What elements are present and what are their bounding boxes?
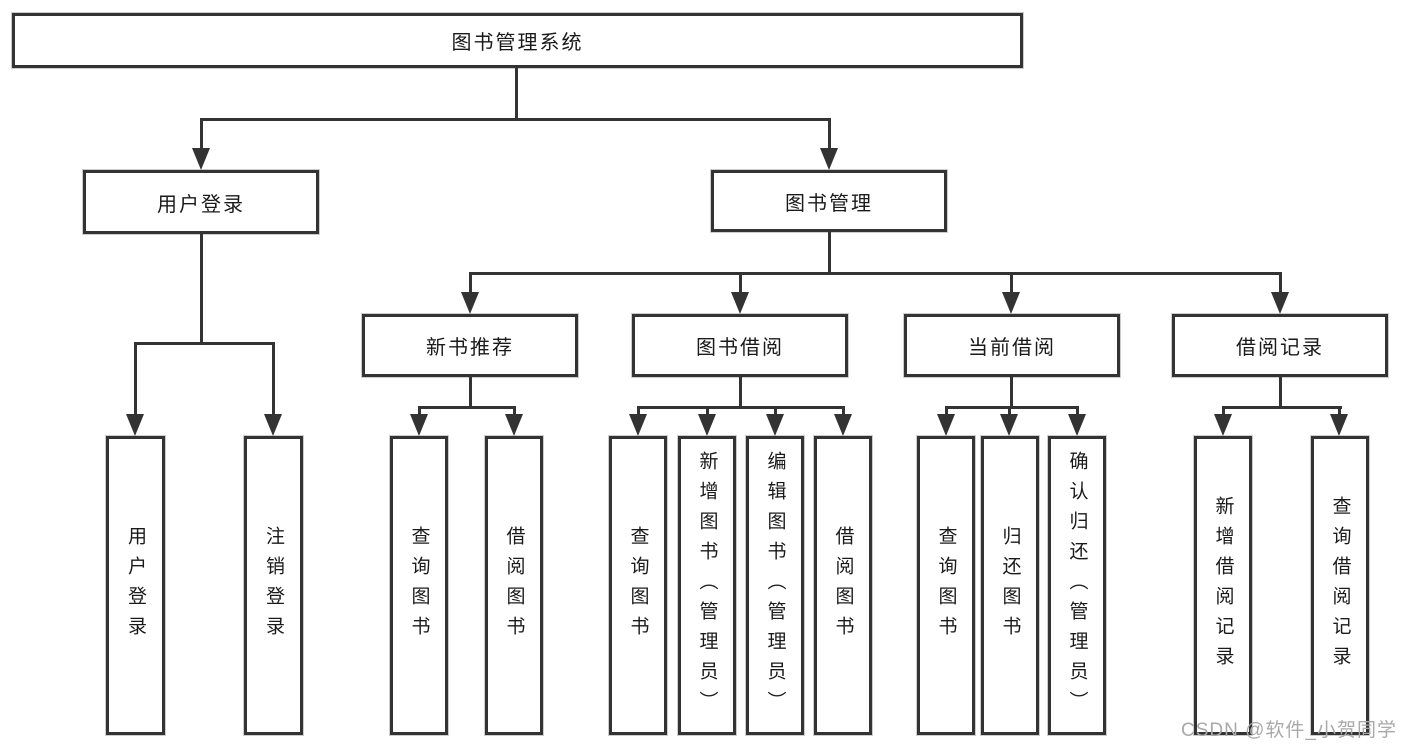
arrow-down-icon [766, 414, 784, 436]
leaf-edit-book-admin-label: 编辑图书（管理员） [764, 450, 786, 721]
leaf-query-borrow-record: 查询借阅记录 [1311, 436, 1369, 735]
leaf-add-borrow-record-label: 新增借阅记录 [1212, 495, 1234, 676]
leaf-add-book-admin-label: 新增图书（管理员） [696, 450, 718, 721]
node-user-login-label: 用户登录 [157, 193, 245, 216]
connector-line [1076, 406, 1079, 416]
connector-line [1008, 406, 1011, 416]
connector-line [774, 406, 777, 416]
arrow-down-icon [629, 414, 647, 436]
arrow-down-icon [126, 414, 144, 436]
arrow-down-icon [461, 292, 479, 314]
connector-line [828, 232, 831, 272]
arrow-down-icon [505, 414, 523, 436]
arrow-down-icon [820, 148, 838, 170]
arrow-down-icon [192, 148, 210, 170]
connector-line [134, 342, 137, 414]
node-book-management-label: 图书管理 [785, 192, 873, 215]
node-current-borrow-label: 当前借阅 [968, 337, 1056, 359]
node-library-system-label: 图书管理系统 [451, 32, 584, 54]
connector-line [706, 406, 709, 416]
connector-line [200, 234, 203, 342]
node-book-management: 图书管理 [711, 170, 947, 232]
connector-line [513, 406, 516, 416]
leaf-confirm-return-admin: 确认归还（管理员） [1048, 436, 1106, 735]
arrow-down-icon [264, 414, 282, 436]
leaf-borrow-books-recommend-label: 借阅图书 [503, 525, 525, 646]
leaf-logout-label: 注销登录 [263, 525, 284, 646]
node-current-borrow: 当前借阅 [904, 314, 1120, 377]
connector-line [469, 272, 1282, 275]
arrow-down-icon [698, 414, 716, 436]
leaf-query-books-recommend-label: 查询图书 [408, 525, 430, 646]
connector-line [945, 406, 948, 416]
leaf-return-book-label: 归还图书 [999, 525, 1021, 646]
leaf-return-book: 归还图书 [981, 436, 1039, 735]
arrow-down-icon [1271, 292, 1289, 314]
connector-line [134, 342, 275, 345]
node-new-book-recommend-label: 新书推荐 [426, 337, 514, 359]
arrow-down-icon [1068, 414, 1086, 436]
connector-line [418, 406, 421, 416]
connector-line [200, 118, 831, 121]
arrow-down-icon [1002, 292, 1020, 314]
leaf-user-login: 用户登录 [106, 436, 165, 735]
node-borrow-records-label: 借阅记录 [1236, 337, 1324, 359]
leaf-confirm-return-admin-label: 确认归还（管理员） [1066, 450, 1088, 721]
connector-line [637, 406, 845, 409]
connector-line [739, 377, 742, 406]
connector-line [1279, 377, 1282, 406]
leaf-add-book-admin: 新增图书（管理员） [678, 436, 736, 735]
leaf-query-books-recommend: 查询图书 [390, 436, 448, 735]
connector-line [1010, 377, 1013, 406]
arrow-down-icon [1000, 414, 1018, 436]
connector-line [1279, 272, 1282, 294]
connector-line [515, 68, 518, 118]
connector-line [469, 377, 472, 406]
connector-line [637, 406, 640, 416]
leaf-query-books-borrow-label: 查询图书 [627, 525, 649, 646]
arrow-down-icon [834, 414, 852, 436]
connector-line [1222, 406, 1342, 409]
arrow-down-icon [731, 292, 749, 314]
connector-line [739, 272, 742, 294]
connector-line [272, 342, 275, 414]
leaf-logout: 注销登录 [244, 436, 303, 735]
leaf-query-books-borrow: 查询图书 [609, 436, 667, 735]
leaf-query-borrow-record-label: 查询借阅记录 [1329, 495, 1351, 676]
arrow-down-icon [1330, 414, 1348, 436]
connector-line [842, 406, 845, 416]
csdn-watermark: CSDN @软件_小贺同学 [1181, 720, 1397, 741]
arrow-down-icon [1214, 414, 1232, 436]
node-borrow-records: 借阅记录 [1172, 314, 1388, 377]
connector-line [1010, 272, 1013, 294]
connector-line [418, 406, 516, 409]
leaf-add-borrow-record: 新增借阅记录 [1194, 436, 1252, 735]
node-library-system: 图书管理系统 [12, 13, 1023, 68]
connector-line [200, 118, 203, 150]
connector-line [945, 406, 1079, 409]
leaf-user-login-label: 用户登录 [125, 525, 146, 646]
leaf-borrow-books: 借阅图书 [814, 436, 872, 735]
connector-line [1338, 406, 1341, 416]
connector-line [469, 272, 472, 294]
arrow-down-icon [410, 414, 428, 436]
node-book-borrow-label: 图书借阅 [696, 337, 784, 359]
leaf-borrow-books-label: 借阅图书 [832, 525, 854, 646]
leaf-edit-book-admin: 编辑图书（管理员） [746, 436, 804, 735]
node-user-login: 用户登录 [83, 170, 319, 234]
leaf-borrow-books-recommend: 借阅图书 [485, 436, 543, 735]
leaf-query-books-current: 查询图书 [917, 436, 975, 735]
arrow-down-icon [937, 414, 955, 436]
connector-line [1222, 406, 1225, 416]
node-book-borrow: 图书借阅 [632, 314, 848, 377]
connector-line [828, 118, 831, 150]
leaf-query-books-current-label: 查询图书 [935, 525, 957, 646]
node-new-book-recommend: 新书推荐 [362, 314, 578, 377]
